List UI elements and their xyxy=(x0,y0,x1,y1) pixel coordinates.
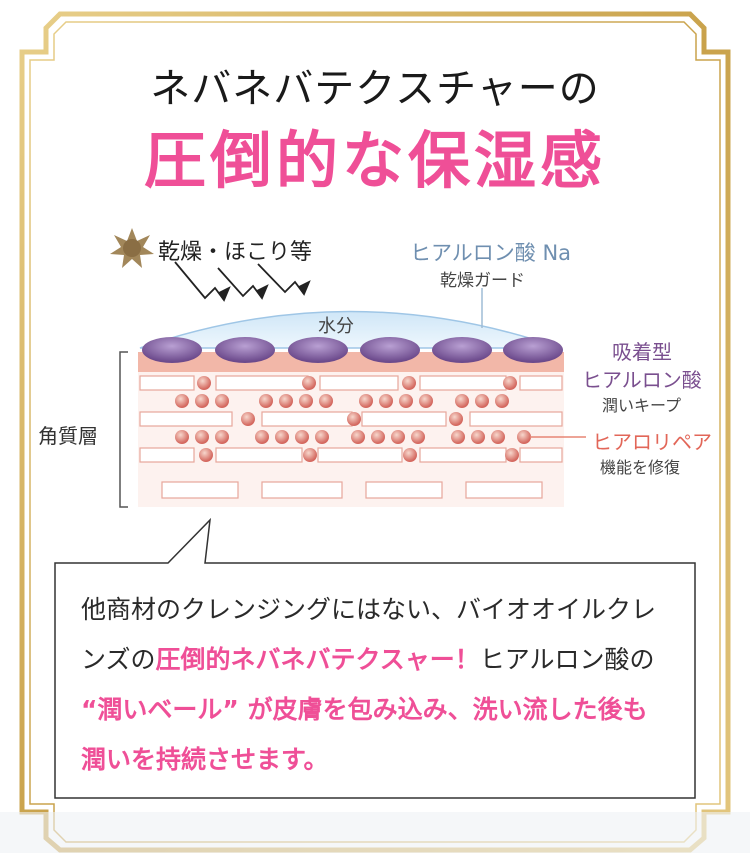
callout-text-2-highlight: 圧倒的ネバネバテクスャー！ xyxy=(155,645,480,674)
headline-line2: 圧倒的な保湿感 xyxy=(143,124,606,197)
skin-band xyxy=(138,352,564,372)
dry-arrows xyxy=(174,261,311,302)
callout-text-1: 他商材のクレンジングにはない、バイオオイルクレンズの xyxy=(81,595,657,674)
water-label: 水分 xyxy=(318,316,354,337)
headline-line1: ネバネバテクスチャーの xyxy=(150,66,600,112)
absorb-label-line1: 吸着型 xyxy=(612,340,672,364)
ha-droplets xyxy=(142,337,563,363)
repair-sub: 機能を修復 xyxy=(600,458,681,477)
repair-label: ヒアロリペア xyxy=(592,430,712,454)
stratum-label: 角質層 xyxy=(38,424,98,448)
cell-bricks xyxy=(139,375,563,499)
bottom-wash xyxy=(0,812,750,853)
stratum-bracket xyxy=(119,351,128,508)
dry-guard-label: 乾燥ガード xyxy=(440,271,525,291)
callout-text-4-highlight: “潤いベール” が皮膚を包み込み、洗い流した後も潤いを持続させます。 xyxy=(81,695,648,774)
dust-label: 乾燥・ほこり等 xyxy=(158,240,313,265)
absorb-sub: 潤いキープ xyxy=(602,396,682,415)
callout-box xyxy=(54,517,696,799)
ha-na-label: ヒアルロン酸 Na xyxy=(410,241,572,265)
callout-text-3: ヒアルロン酸の xyxy=(479,645,655,674)
callout-text: 他商材のクレンジングにはない、バイオオイルクレンズの圧倒的ネバネバテクスャー！ヒ… xyxy=(55,563,695,798)
hyalo-repair-dots xyxy=(175,376,531,462)
absorb-label-line2: ヒアルロン酸 xyxy=(582,368,702,392)
dust-burst-icon xyxy=(110,228,154,268)
